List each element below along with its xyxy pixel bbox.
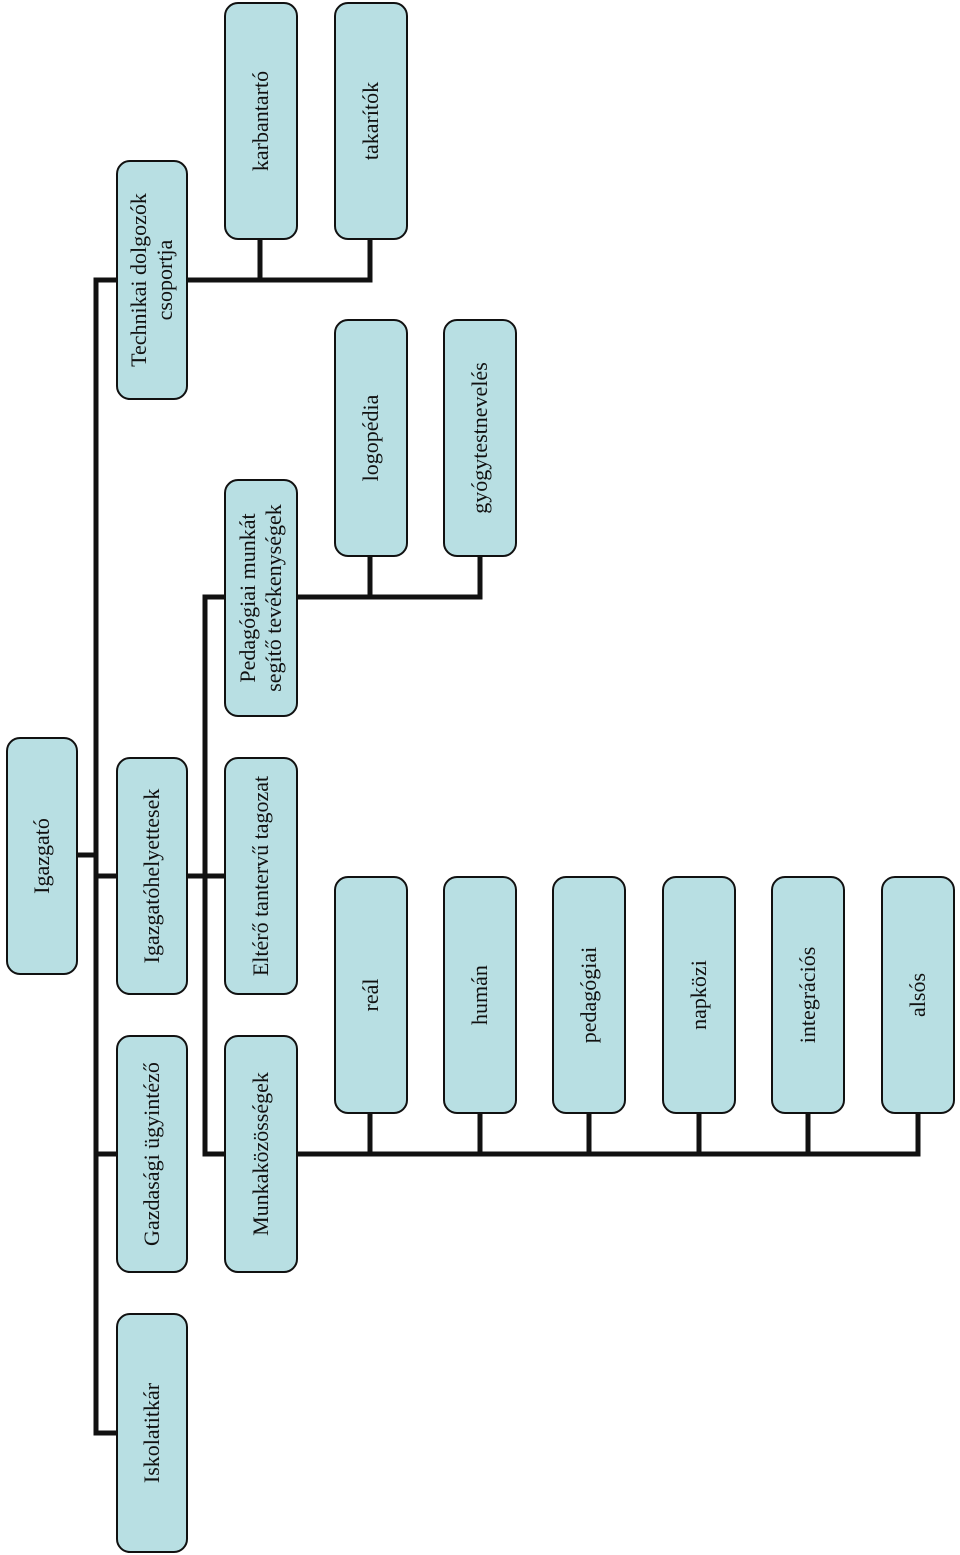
node-iskolatitkar: Iskolatitkár	[116, 1313, 188, 1553]
node-label: integrációs	[795, 946, 820, 1044]
node-label: Iskolatitkár	[139, 1382, 164, 1484]
node-label: pedagógiai	[576, 946, 601, 1044]
node-eltero-tantervu: Eltérő tantervű tagozat	[224, 757, 298, 995]
node-label: Pedagógiai munkát segítő tevékenységek	[235, 504, 286, 692]
node-label: Eltérő tantervű tagozat	[248, 775, 273, 977]
node-alsos: alsós	[881, 876, 955, 1114]
node-napkozi: napközi	[662, 876, 736, 1114]
node-label: logopédia	[358, 394, 383, 482]
node-munkakozossegek: Munkaközösségek	[224, 1035, 298, 1273]
node-gyogytestneveles: gyógytestnevelés	[443, 319, 517, 557]
node-label: Munkaközösségek	[248, 1072, 273, 1236]
node-pedagogiai: pedagógiai	[552, 876, 626, 1114]
node-human: humán	[443, 876, 517, 1114]
node-label: gyógytestnevelés	[467, 362, 492, 514]
node-label: napközi	[686, 960, 711, 1030]
node-label: Igazgató	[29, 818, 54, 894]
node-label: Technikai dolgozók csoportja	[126, 193, 177, 367]
node-integracios: integrációs	[771, 876, 845, 1114]
node-takaritok: takarítók	[334, 2, 408, 240]
node-real: reál	[334, 876, 408, 1114]
node-technikai-dolgozok: Technikai dolgozók csoportja	[116, 160, 188, 400]
node-label: karbantartó	[248, 70, 273, 172]
node-label: takarítók	[358, 81, 383, 161]
node-label: alsós	[905, 973, 930, 1017]
node-pedagogiai-munkat: Pedagógiai munkát segítő tevékenységek	[224, 479, 298, 717]
node-label: reál	[358, 978, 383, 1012]
node-logopedia: logopédia	[334, 319, 408, 557]
node-igazgato: Igazgató	[6, 737, 78, 975]
node-karbantarto: karbantartó	[224, 2, 298, 240]
node-igazgatohelyettesek: Igazgatóhelyettesek	[116, 757, 188, 995]
node-label: Igazgatóhelyettesek	[139, 788, 164, 964]
node-label: Gazdasági ügyintéző	[139, 1062, 164, 1246]
node-gazdasagi-ugyintezo: Gazdasági ügyintéző	[116, 1035, 188, 1273]
node-label: humán	[467, 965, 492, 1025]
